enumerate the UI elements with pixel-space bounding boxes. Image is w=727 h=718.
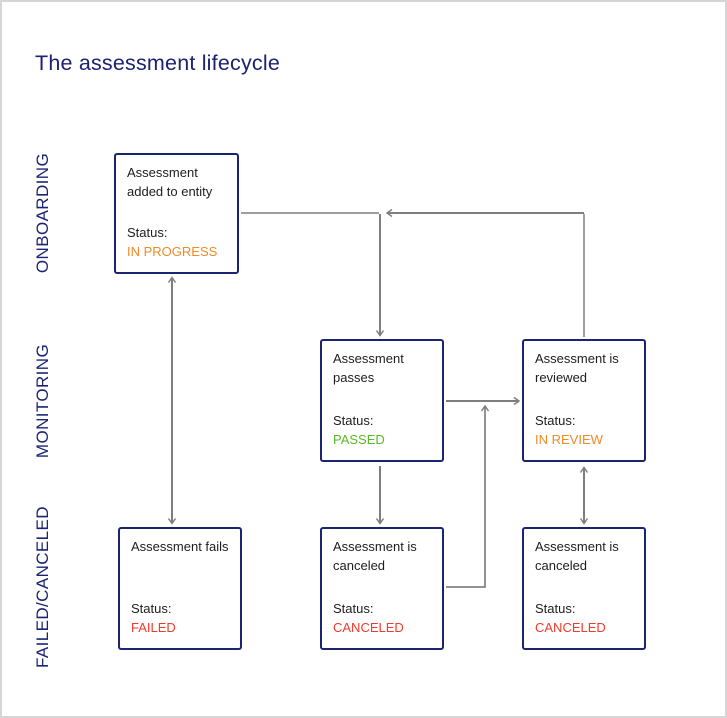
status-value: FAILED [131,620,176,636]
node-assessment-passes: Assessment passes Status: PASSED [320,339,444,462]
connector-canceled-to-review-elbow-arrow [446,404,490,588]
status-label: Status: [131,601,172,617]
node-assessment-fails: Assessment fails Status: FAILED [118,527,242,650]
node-assessment-added: Assessment added to entity Status: IN PR… [114,153,239,274]
node-status: Status: CANCELED [333,600,431,638]
status-value: CANCELED [535,620,606,636]
node-title: Assessment is canceled [535,539,619,573]
node-status: Status: IN PROGRESS [127,224,226,262]
status-label: Status: [535,413,576,429]
node-status: Status: FAILED [131,600,229,638]
node-status: Status: IN REVIEW [535,412,633,450]
status-label: Status: [333,413,374,429]
node-assessment-canceled-mid: Assessment is canceled Status: CANCELED [320,527,444,650]
node-status: Status: PASSED [333,412,431,450]
node-assessment-canceled-right: Assessment is canceled Status: CANCELED [522,527,646,650]
node-title: Assessment is canceled [333,539,417,573]
status-value: PASSED [333,432,385,448]
node-assessment-reviewed: Assessment is reviewed Status: IN REVIEW [522,339,646,462]
status-value: IN REVIEW [535,432,603,448]
status-value: IN PROGRESS [127,244,218,260]
page-title: The assessment lifecycle [35,51,280,75]
status-value: CANCELED [333,620,404,636]
node-title: Assessment added to entity [127,165,213,199]
node-status: Status: CANCELED [535,600,633,638]
status-label: Status: [333,601,374,617]
node-title: Assessment fails [131,539,229,554]
status-label: Status: [127,225,168,241]
node-title: Assessment is reviewed [535,351,619,385]
node-title: Assessment passes [333,351,404,385]
status-label: Status: [535,601,576,617]
